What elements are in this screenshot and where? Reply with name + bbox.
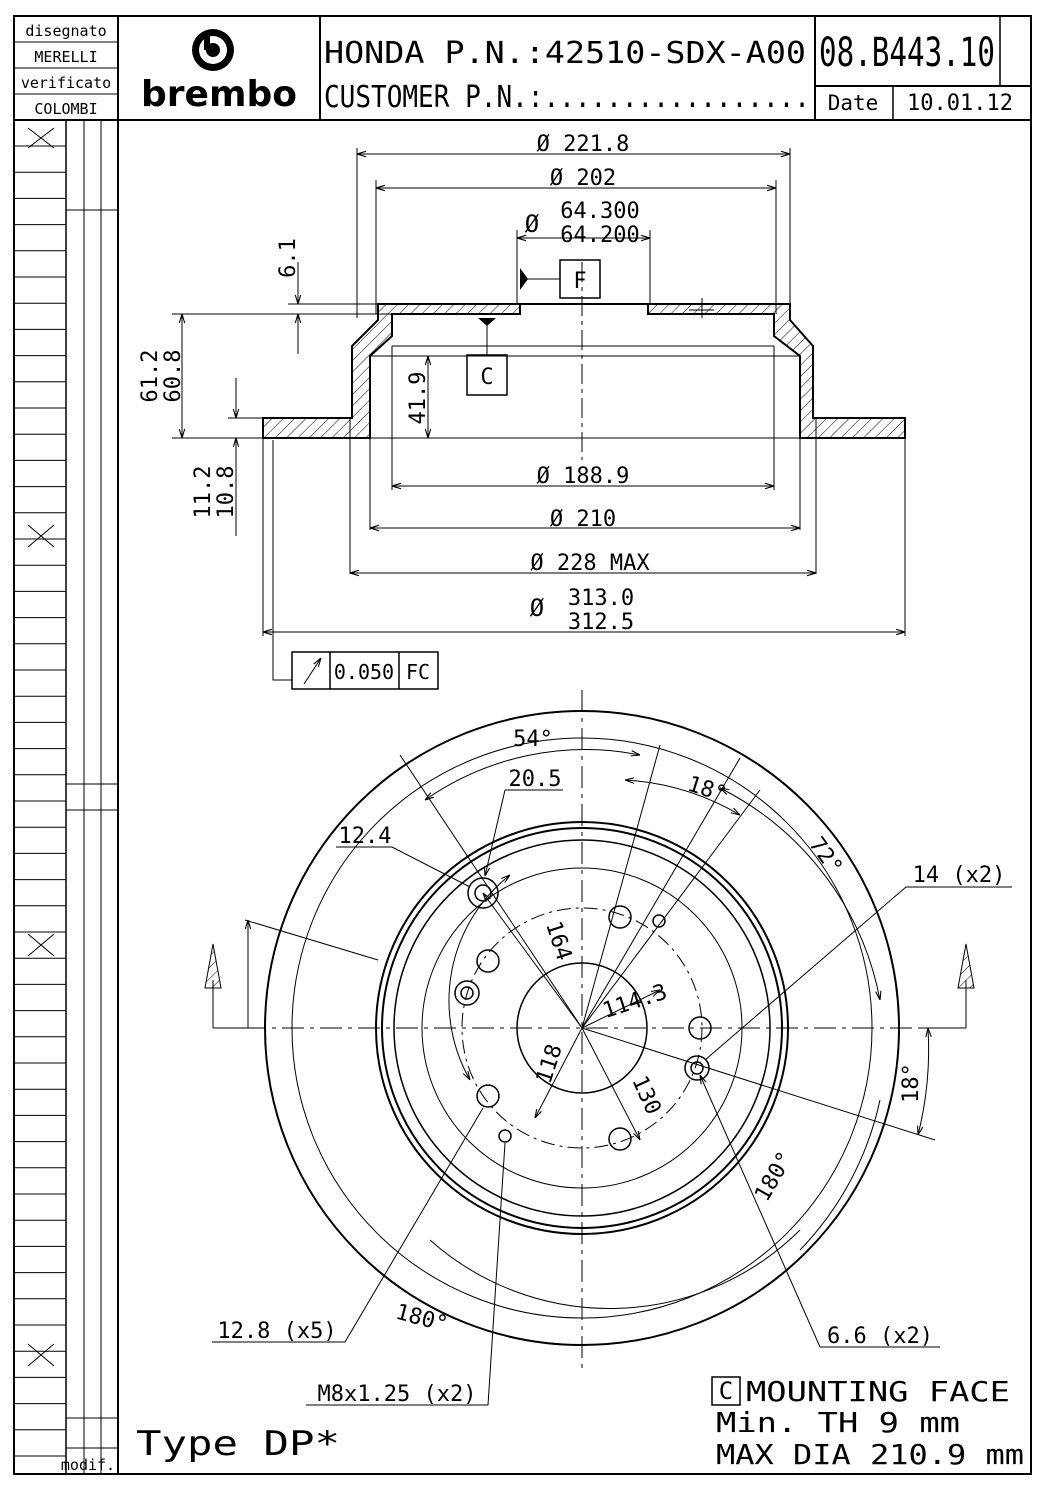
brembo-logo: brembo — [141, 29, 297, 115]
ang-18-right: 18° — [899, 1063, 924, 1103]
bolt-hole — [476, 1084, 500, 1108]
section-view — [172, 148, 906, 690]
dim-d313-symbol: Ø — [530, 594, 545, 622]
customer-part-number: CUSTOMER P.N.:................. — [324, 80, 810, 115]
bolt-hole — [608, 905, 632, 929]
holes-12-8: 12.8 (x5) — [217, 1319, 336, 1344]
mounting-face: MOUNTING FACE — [746, 1375, 1010, 1408]
dim-bore-symbol: Ø — [525, 210, 540, 238]
dim-hat-top: 6.1 — [276, 238, 301, 278]
bolt-hole — [476, 949, 500, 973]
bolt-hole — [608, 1127, 632, 1151]
holes-14: 14 (x2) — [913, 863, 1006, 888]
drawn-label: disegnato — [25, 22, 106, 40]
revision-grid — [14, 120, 118, 1474]
drawing-border — [13, 15, 1032, 1475]
dim-d228: Ø 228 MAX — [530, 551, 650, 576]
min-thickness: Min. TH 9 mm — [716, 1406, 960, 1439]
holes-6-6: 6.6 (x2) — [827, 1324, 933, 1349]
checked-by: COLOMBI — [34, 100, 97, 118]
dim-164: 164 — [540, 918, 576, 964]
threaded-hole — [498, 1129, 512, 1143]
thread-spec: M8x1.25 (x2) — [318, 1382, 477, 1407]
title-block: disegnato MERELLI verificato COLOMBI bre… — [14, 16, 1031, 1474]
disc-section-right — [647, 303, 906, 439]
ang-72: 72° — [803, 833, 847, 880]
disc-type: Type DP* — [136, 1424, 340, 1464]
dim-20-5: 20.5 — [509, 767, 562, 792]
oem-part-number: HONDA P.N.:42510-SDX-A00 — [324, 36, 806, 71]
dim-130: 130 — [626, 1072, 665, 1118]
ang-54: 54° — [513, 727, 553, 752]
dim-inner-depth: 41.9 — [406, 372, 431, 425]
dim-bore-max: 64.300 — [560, 199, 639, 224]
dim-bore-min: 64.200 — [560, 223, 639, 248]
datum-f-label: F — [573, 269, 586, 294]
drawn-by: MERELLI — [34, 48, 97, 66]
dim-d202: Ø 202 — [550, 166, 616, 191]
dim-d188: Ø 188.9 — [537, 464, 630, 489]
dim-12-4: 12.4 — [339, 824, 392, 849]
dim-d221: Ø 221.8 — [537, 132, 630, 157]
dim-th-a: 11.2 — [191, 466, 216, 519]
part-number: 08.B443.10 — [819, 30, 995, 76]
date-value: 10.01.12 — [907, 91, 1013, 116]
dim-d210: Ø 210 — [550, 507, 616, 532]
dim-height-a: 61.2 — [138, 350, 163, 403]
dim-d313: 313.0 — [568, 586, 634, 611]
brembo-wordmark: brembo — [141, 74, 297, 115]
ang-180-right: 180° — [750, 1148, 798, 1206]
runout-value: 0.050 — [334, 660, 394, 684]
runout-ref: FC — [406, 660, 430, 684]
modif-label: modif. — [61, 1456, 115, 1474]
dim-height-b: 60.8 — [161, 350, 186, 403]
plan-view — [204, 690, 1012, 1406]
mounting-datum: C — [719, 1377, 733, 1405]
ang-180-bottom: 180° — [393, 1300, 451, 1338]
max-diameter: MAX DIA 210.9 mm — [716, 1438, 1024, 1471]
dim-114-3: 114.3 — [600, 980, 671, 1024]
ang-18-top: 18° — [684, 772, 730, 808]
dim-th-b: 10.8 — [214, 466, 239, 519]
bolt-hole — [688, 1016, 712, 1040]
date-label: Date — [828, 91, 879, 115]
dim-d312: 312.5 — [568, 610, 634, 635]
threaded-hole — [652, 914, 666, 928]
datum-c-label: C — [480, 365, 493, 390]
dim-118: 118 — [532, 1041, 568, 1087]
checked-label: verificato — [21, 74, 111, 92]
